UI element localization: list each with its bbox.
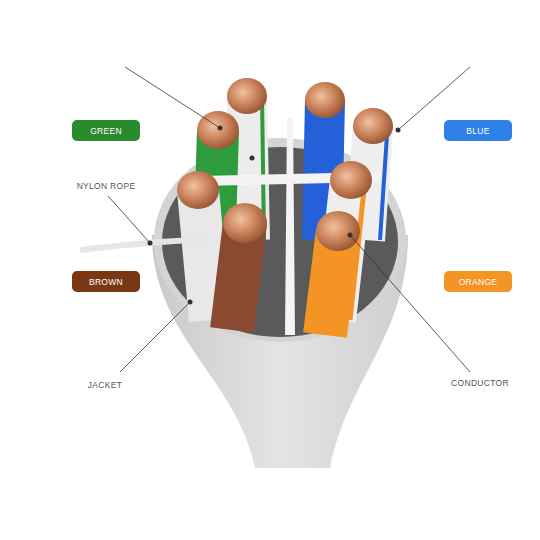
white-brown-wire bbox=[198, 190, 210, 320]
conductor bbox=[305, 82, 345, 118]
color-name: ORANGE bbox=[459, 277, 498, 287]
color-name: GREEN bbox=[90, 126, 122, 136]
leader-dot bbox=[348, 233, 353, 238]
color-tag: BROWN bbox=[72, 271, 140, 292]
color-tag: GREEN bbox=[72, 120, 140, 141]
wire-stripe bbox=[380, 135, 387, 240]
part-label: NYLON ROPE bbox=[56, 181, 156, 191]
color-name: BROWN bbox=[89, 277, 123, 287]
conductor bbox=[177, 171, 219, 209]
conductor bbox=[353, 108, 393, 144]
color-tag: BLUE bbox=[444, 120, 512, 141]
conductor bbox=[316, 211, 360, 251]
part-label: JACKET bbox=[70, 380, 140, 390]
conductor bbox=[227, 78, 267, 114]
leader-dot bbox=[188, 300, 193, 305]
conductor bbox=[223, 203, 267, 243]
separator bbox=[285, 118, 295, 335]
leader-line bbox=[350, 235, 470, 372]
leader-dot bbox=[396, 128, 401, 133]
color-tag: ORANGE bbox=[444, 271, 512, 292]
leader-dot bbox=[148, 241, 153, 246]
leader-line bbox=[108, 196, 150, 243]
color-name: BLUE bbox=[466, 126, 489, 136]
leader-line bbox=[125, 67, 220, 128]
leader-dot bbox=[250, 156, 255, 161]
conductor bbox=[197, 111, 239, 149]
nylon-rope bbox=[80, 240, 205, 250]
conductor bbox=[330, 161, 372, 199]
leader-line bbox=[120, 302, 190, 372]
leader-dot bbox=[218, 126, 223, 131]
part-label: CONDUCTOR bbox=[430, 378, 530, 388]
